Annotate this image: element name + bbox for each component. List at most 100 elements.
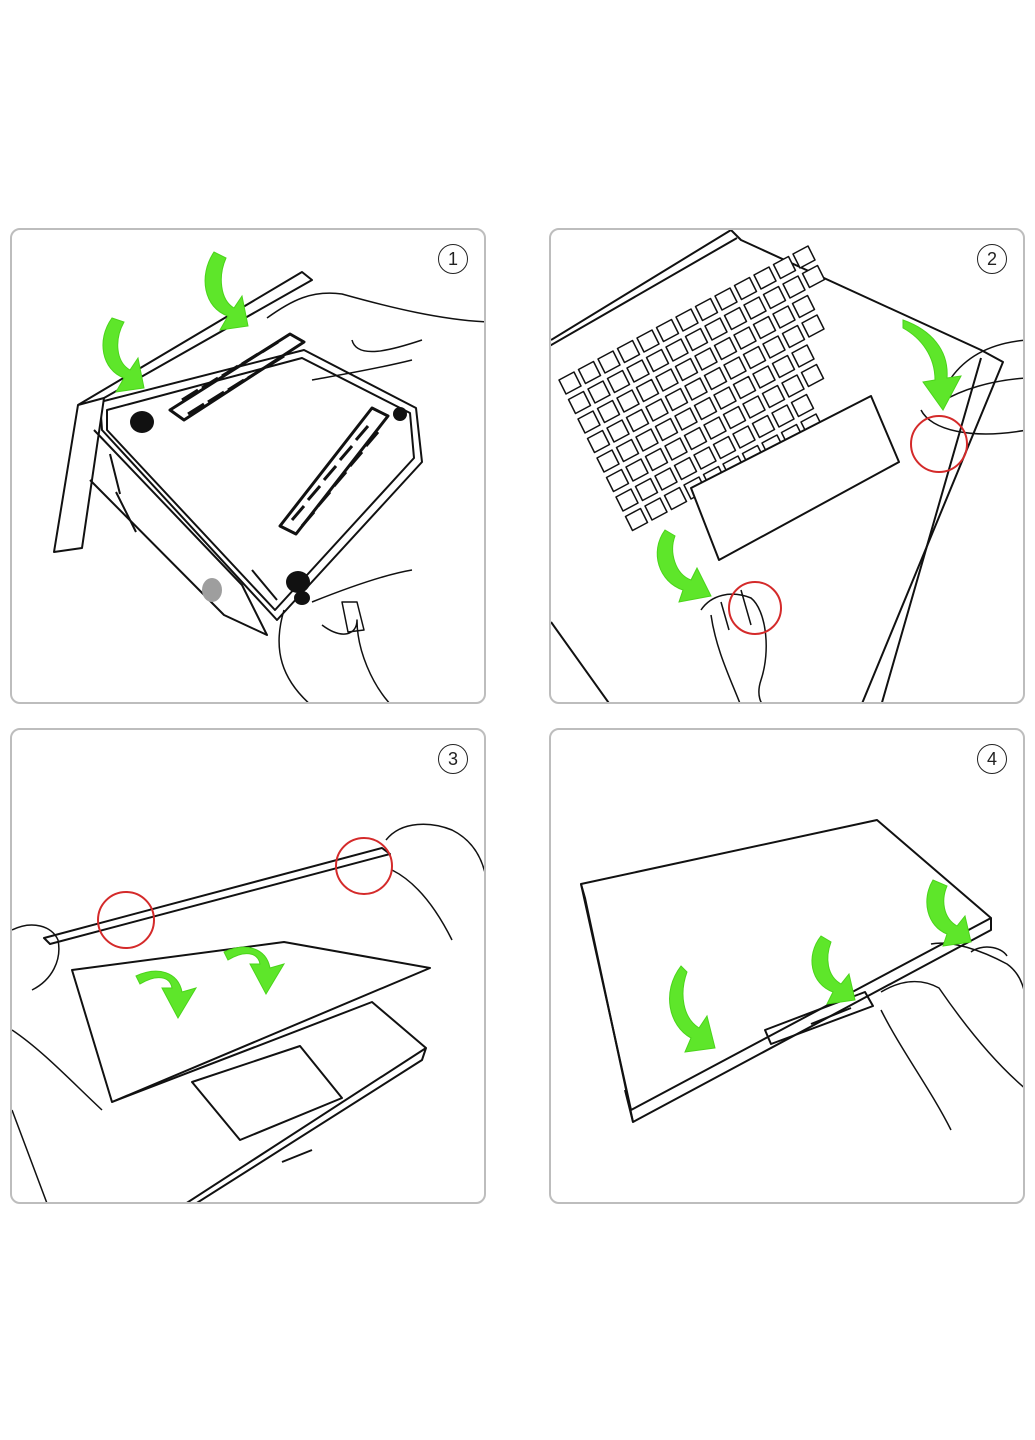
- keyboard-key: [743, 296, 767, 320]
- red-circle-highlight-icon: [728, 581, 782, 635]
- keyboard-key: [625, 458, 649, 482]
- keyboard-key: [567, 390, 592, 415]
- keyboard-key: [772, 305, 796, 329]
- keyboard-key: [790, 393, 815, 418]
- trackpad: [690, 395, 900, 561]
- keyboard-key: [636, 329, 660, 353]
- keyboard-key: [616, 339, 641, 364]
- keyboard-key: [713, 336, 738, 361]
- step-number-badge: 4: [977, 744, 1007, 774]
- keyboard-key: [713, 386, 737, 410]
- keyboard-key: [645, 398, 669, 422]
- curved-down-arrow-icon: [669, 965, 716, 1053]
- keyboard-key: [664, 437, 688, 461]
- curved-down-arrow-icon: [811, 935, 856, 1005]
- keyboard-key: [732, 425, 756, 449]
- keyboard-key: [762, 335, 786, 359]
- keyboard-key: [596, 449, 620, 473]
- keyboard-key: [587, 380, 611, 404]
- laptop-lid: [71, 941, 431, 1103]
- keyboard-key: [703, 366, 728, 391]
- keyboard-key: [693, 446, 717, 470]
- keyboard-key: [674, 357, 699, 382]
- keyboard-key: [558, 371, 582, 395]
- keyboard-key: [753, 266, 777, 290]
- trackpad: [191, 1045, 343, 1141]
- step-3-panel: 3: [10, 728, 486, 1204]
- step-4-illustration: [580, 819, 1023, 1131]
- keyboard-key: [616, 389, 640, 413]
- keyboard-key: [712, 435, 737, 460]
- keyboard-key: [742, 395, 766, 419]
- rubber-foot: [294, 591, 310, 605]
- keyboard-key: [752, 315, 777, 340]
- curved-down-arrow-icon: [102, 317, 145, 393]
- keyboard-key: [801, 314, 825, 338]
- keyboard-key: [644, 447, 669, 472]
- keyboard-key: [694, 347, 718, 371]
- keyboard-key: [733, 326, 757, 350]
- step-4-panel: 4: [549, 728, 1025, 1204]
- keyboard-key: [683, 426, 708, 451]
- keyboard-key: [781, 374, 805, 398]
- step-2-panel: 2: [549, 228, 1025, 704]
- curved-down-arrow-icon: [926, 879, 972, 947]
- hand-bottom: [278, 569, 413, 702]
- keyboard-key: [577, 360, 602, 385]
- curved-down-arrow-icon: [902, 319, 962, 411]
- keyboard-key: [615, 438, 640, 463]
- keyboard-key: [615, 488, 639, 512]
- keyboard-key: [645, 348, 670, 373]
- rubber-foot: [130, 411, 154, 433]
- keyboard-key: [762, 285, 787, 310]
- red-circle-highlight-icon: [335, 837, 393, 895]
- laptop-closed-lid: [580, 819, 992, 1111]
- keyboard-key: [772, 255, 797, 280]
- curved-down-arrow-icon: [135, 970, 198, 1020]
- hand-left: [12, 924, 103, 1202]
- keyboard-key: [714, 287, 738, 311]
- keyboard-key: [655, 368, 679, 392]
- keyboard-key: [625, 408, 650, 433]
- keyboard-key: [761, 384, 786, 409]
- keyboard-key: [644, 497, 668, 521]
- keyboard-key: [771, 354, 796, 379]
- keyboard-key: [703, 416, 727, 440]
- hand-top: [266, 292, 484, 381]
- red-circle-highlight-icon: [97, 891, 155, 949]
- keyboard-key: [624, 507, 649, 532]
- step-3-illustration: [12, 823, 484, 1202]
- keyboard-key: [782, 275, 806, 299]
- keyboard-key: [792, 245, 816, 269]
- laptop-lid: [53, 397, 105, 553]
- vent-strip-right: [278, 406, 390, 536]
- keyboard-key: [771, 404, 795, 428]
- keyboard-key: [704, 317, 728, 341]
- keyboard-key: [781, 324, 806, 349]
- keyboard-key: [606, 419, 630, 443]
- hand-right: [385, 823, 484, 941]
- keyboard-key: [663, 486, 688, 511]
- lid-cover-edge: [43, 847, 391, 945]
- red-circle-highlight-icon: [910, 415, 968, 473]
- keyboard-key: [605, 468, 630, 493]
- step-number-badge: 1: [438, 244, 468, 274]
- keyboard-key: [655, 318, 680, 343]
- keyboard-key: [654, 417, 679, 442]
- keyboard-key: [596, 399, 621, 424]
- keyboard-key: [635, 378, 660, 403]
- keyboard-key: [693, 396, 718, 421]
- keyboard-key: [635, 428, 659, 452]
- keyboard-key: [577, 410, 601, 434]
- keyboard-key: [694, 297, 719, 322]
- step-number-badge: 2: [977, 244, 1007, 274]
- keyboard-key: [626, 359, 650, 383]
- keyboard-key: [752, 365, 776, 389]
- keyboard-key: [801, 264, 826, 289]
- keyboard-key: [732, 375, 757, 400]
- step-2-illustration: [551, 230, 1023, 702]
- keyboard-key: [751, 414, 776, 439]
- keyboard-key: [654, 467, 678, 491]
- keyboard-key: [586, 429, 611, 454]
- step-number-badge: 3: [438, 744, 468, 774]
